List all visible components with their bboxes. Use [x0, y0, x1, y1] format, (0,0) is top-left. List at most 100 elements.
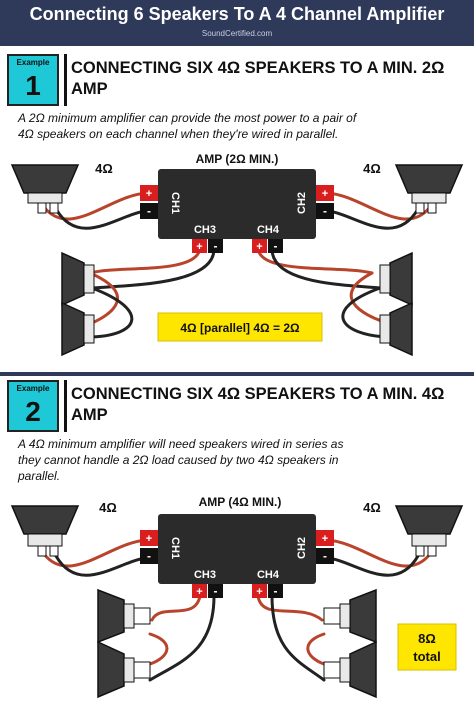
example-badge-label: Example — [16, 58, 50, 67]
channel-label-ch4: CH4 — [257, 224, 280, 236]
wire-ch2-pos — [325, 538, 432, 568]
wire-ch4-pos — [256, 247, 374, 275]
parallel-note-box — [157, 312, 323, 342]
wire-ch4-neg — [270, 247, 382, 290]
example-1-title-line1: CONNECTING SIX 4Ω SPEAKERS TO A MIN. 2Ω — [71, 59, 445, 77]
amp-body — [158, 169, 316, 239]
example-2-description: A 4Ω minimum amplifier will need speaker… — [18, 436, 343, 484]
example-1-desc-line1: A 2Ω minimum amplifier can provide the m… — [18, 111, 357, 125]
svg-text:-: - — [274, 239, 278, 253]
section-divider — [0, 372, 474, 376]
example-badge-label: Example — [16, 384, 50, 393]
wire-ch3-neg — [148, 594, 216, 682]
amp-terminal-ch3: + - — [192, 584, 223, 598]
wire-ch2-pos — [325, 191, 432, 221]
page-title: Connecting 6 Speakers To A 4 Channel Amp… — [29, 4, 445, 24]
speaker-icon — [323, 588, 377, 644]
example-2-wiring-diagram: AMP (4Ω MIN.) + - + - CH1 CH2 CH3 CH4 + … — [10, 495, 464, 699]
example-1-wiring-diagram: AMP (2Ω MIN.) + - + - CH1 CH2 CH3 CH4 + … — [10, 152, 464, 357]
wire-ch4-parallel-neg — [341, 286, 390, 339]
svg-text:+: + — [196, 586, 202, 598]
channel-label-ch1: CH1 — [169, 192, 181, 214]
speaker-wires — [42, 538, 432, 682]
series-note-box — [397, 623, 457, 671]
svg-text:+: + — [322, 533, 328, 545]
speaker-icon — [323, 640, 377, 699]
example-badge-number: 2 — [25, 396, 41, 427]
speaker-icon — [10, 164, 80, 214]
speaker-icon — [61, 301, 95, 357]
wire-ch4-neg — [270, 594, 326, 682]
speaker-wires — [42, 191, 432, 339]
amp-body — [158, 514, 316, 584]
wire-ch4-series-link — [306, 632, 326, 666]
amp-label: AMP (2Ω MIN.) — [196, 152, 279, 166]
speaker-icon — [379, 301, 413, 357]
channel-label-ch1: CH1 — [169, 537, 181, 559]
watermark: SoundCertified.com — [201, 29, 273, 38]
example-2-title: CONNECTING SIX 4Ω SPEAKERS TO A MIN. 4Ω … — [71, 384, 444, 426]
svg-text:-: - — [214, 584, 218, 598]
svg-text:+: + — [256, 586, 262, 598]
example-2-desc-line2: they cannot handle a 2Ω load caused by t… — [18, 453, 339, 467]
wire-ch2-neg — [325, 554, 420, 577]
wire-ch4-pos — [256, 594, 324, 622]
speaker-impedance-right: 4Ω — [363, 500, 381, 515]
title-divider — [64, 380, 67, 432]
svg-text:-: - — [323, 204, 327, 218]
wire-ch3-pos — [150, 594, 202, 622]
example-2-desc-line3: parallel. — [18, 469, 61, 483]
title-divider — [64, 54, 67, 106]
svg-text:-: - — [274, 584, 278, 598]
wire-ch1-neg — [54, 207, 149, 230]
speaker-icon — [379, 251, 413, 307]
wire-ch1-neg — [54, 554, 149, 577]
channel-label-ch3: CH3 — [194, 224, 216, 236]
header-bar: Connecting 6 Speakers To A 4 Channel Amp… — [0, 0, 474, 46]
amp-terminal-ch2: + - — [316, 530, 334, 564]
svg-text:+: + — [256, 241, 262, 253]
channel-label-ch2: CH2 — [296, 192, 308, 214]
amp-terminal-ch1: + - — [140, 530, 158, 564]
svg-text:-: - — [147, 204, 151, 218]
speaker-impedance-right: 4Ω — [363, 161, 381, 176]
example-2-title-line1: CONNECTING SIX 4Ω SPEAKERS TO A MIN. 4Ω — [71, 385, 445, 403]
speaker-icon — [10, 505, 80, 557]
speaker-impedance-left: 4Ω — [95, 161, 113, 176]
example-1-description: A 2Ω minimum amplifier can provide the m… — [18, 110, 356, 142]
example-1-desc-line2: 4Ω speakers on each channel when they're… — [18, 127, 339, 141]
wire-ch2-neg — [325, 207, 420, 230]
speaker-icon — [394, 164, 464, 214]
amp-terminal-ch4: + - — [252, 239, 283, 253]
speaker-icon — [97, 640, 151, 699]
example-1-title-line2: AMP — [71, 80, 108, 98]
wire-ch3-parallel-pos — [88, 271, 119, 325]
speaker-icon — [97, 588, 151, 644]
amp-terminal-ch3: + - — [192, 239, 223, 253]
series-note-total: total — [413, 649, 440, 664]
speaker-icon — [61, 251, 95, 307]
wire-ch3-series-link — [148, 632, 169, 666]
svg-text:-: - — [323, 549, 327, 563]
series-note-value: 8Ω — [418, 631, 436, 646]
wire-ch1-pos — [42, 538, 149, 568]
svg-text:+: + — [146, 533, 152, 545]
example-badge-number: 1 — [25, 70, 41, 101]
svg-text:-: - — [147, 549, 151, 563]
amp-terminal-ch4: + - — [252, 584, 283, 598]
example-1-title: CONNECTING SIX 4Ω SPEAKERS TO A MIN. 2Ω … — [71, 58, 444, 100]
parallel-note: 4Ω [parallel] 4Ω = 2Ω — [180, 321, 300, 335]
svg-text:+: + — [146, 188, 152, 200]
example-1-badge: Example 1 — [7, 54, 59, 106]
amp-terminal-ch1: + - — [140, 185, 158, 219]
wire-ch3-pos — [88, 247, 202, 275]
channel-label-ch2: CH2 — [296, 537, 308, 559]
channel-label-ch3: CH3 — [194, 569, 216, 581]
wire-ch4-parallel-pos — [349, 271, 390, 325]
wire-ch1-pos — [42, 191, 149, 221]
amp-label: AMP (4Ω MIN.) — [199, 495, 282, 509]
speaker-impedance-left: 4Ω — [99, 500, 117, 515]
wire-ch3-neg — [90, 247, 216, 290]
amp-terminal-ch2: + - — [316, 185, 334, 219]
svg-text:-: - — [214, 239, 218, 253]
